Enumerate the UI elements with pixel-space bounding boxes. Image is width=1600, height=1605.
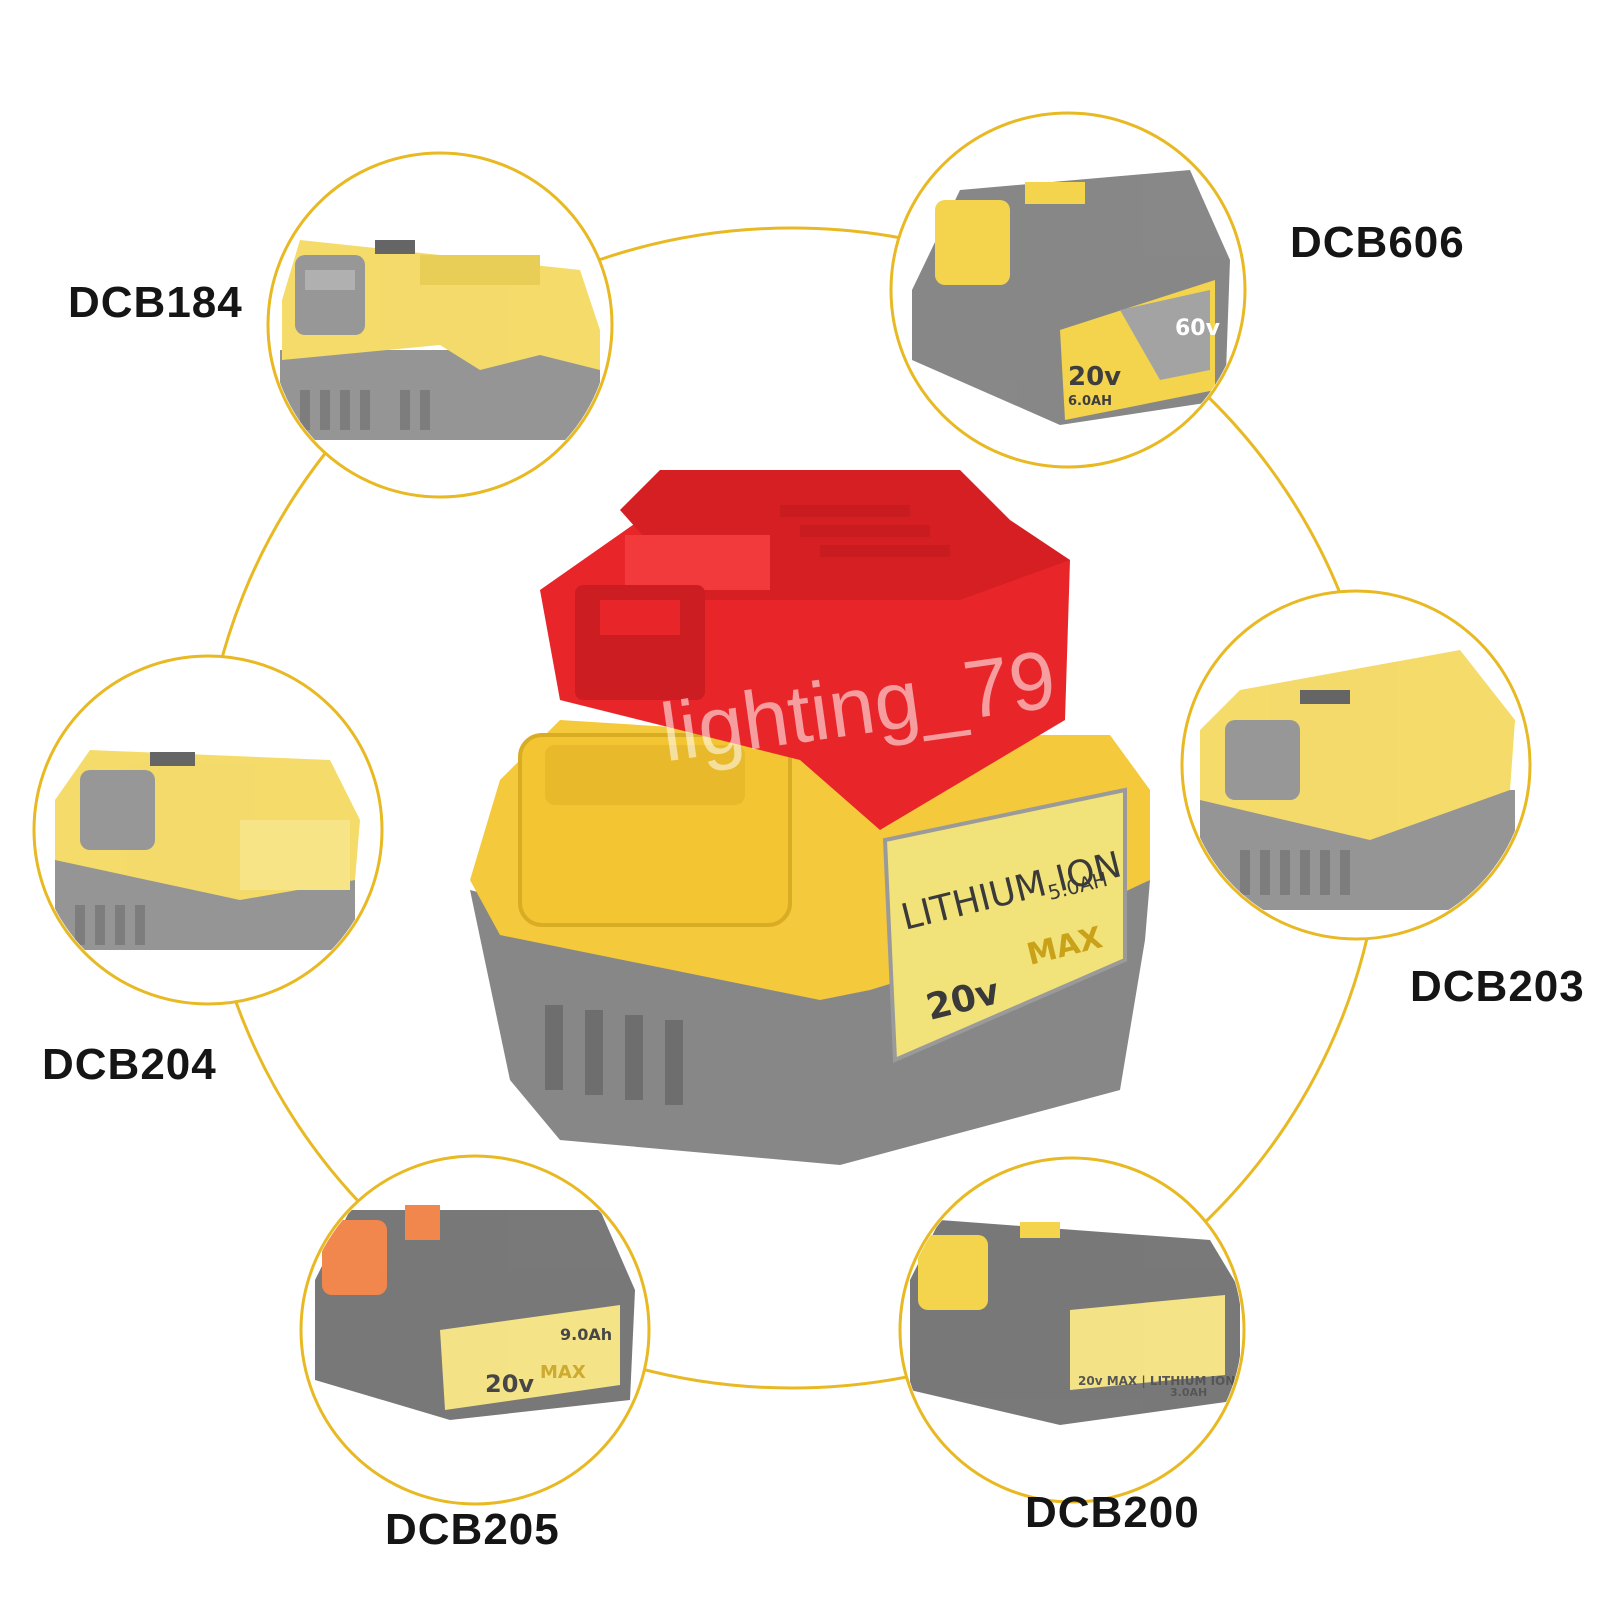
dcb205-max-text: MAX bbox=[540, 1362, 586, 1383]
battery-dcb203-thumbnail bbox=[1180, 589, 1532, 941]
label-dcb200: DCB200 bbox=[1025, 1488, 1200, 1537]
battery-dcb200-thumbnail: 20v MAX | LITHIUM ION 3.0AH bbox=[898, 1156, 1246, 1504]
battery-dcb204-thumbnail bbox=[32, 654, 384, 1006]
label-dcb606: DCB606 bbox=[1290, 218, 1465, 267]
label-dcb204: DCB204 bbox=[42, 1040, 217, 1089]
dcb200-line-text: 20v MAX | LITHIUM ION bbox=[1078, 1374, 1235, 1388]
label-dcb205: DCB205 bbox=[385, 1505, 560, 1554]
label-dcb184: DCB184 bbox=[68, 278, 243, 327]
dcb205-voltage-text: 20v bbox=[485, 1370, 534, 1398]
dcb606-capacity-text: 6.0AH bbox=[1068, 394, 1112, 409]
dcb205-capacity-text: 9.0Ah bbox=[560, 1325, 612, 1344]
label-dcb203: DCB203 bbox=[1410, 962, 1585, 1011]
dcb606-voltage-text: 20v bbox=[1068, 362, 1121, 392]
main-battery-with-adapter: LITHIUM ION 5.0AH MAX 20v bbox=[470, 470, 1150, 1165]
dcb200-capacity-text: 3.0AH bbox=[1170, 1386, 1207, 1399]
battery-dcb184-thumbnail bbox=[266, 151, 614, 499]
battery-dcb205-thumbnail: 9.0Ah 20v MAX bbox=[299, 1154, 651, 1506]
dcb606-flex-text: 60v bbox=[1175, 316, 1221, 341]
battery-dcb606-thumbnail: 60v 20v 6.0AH bbox=[889, 111, 1247, 469]
